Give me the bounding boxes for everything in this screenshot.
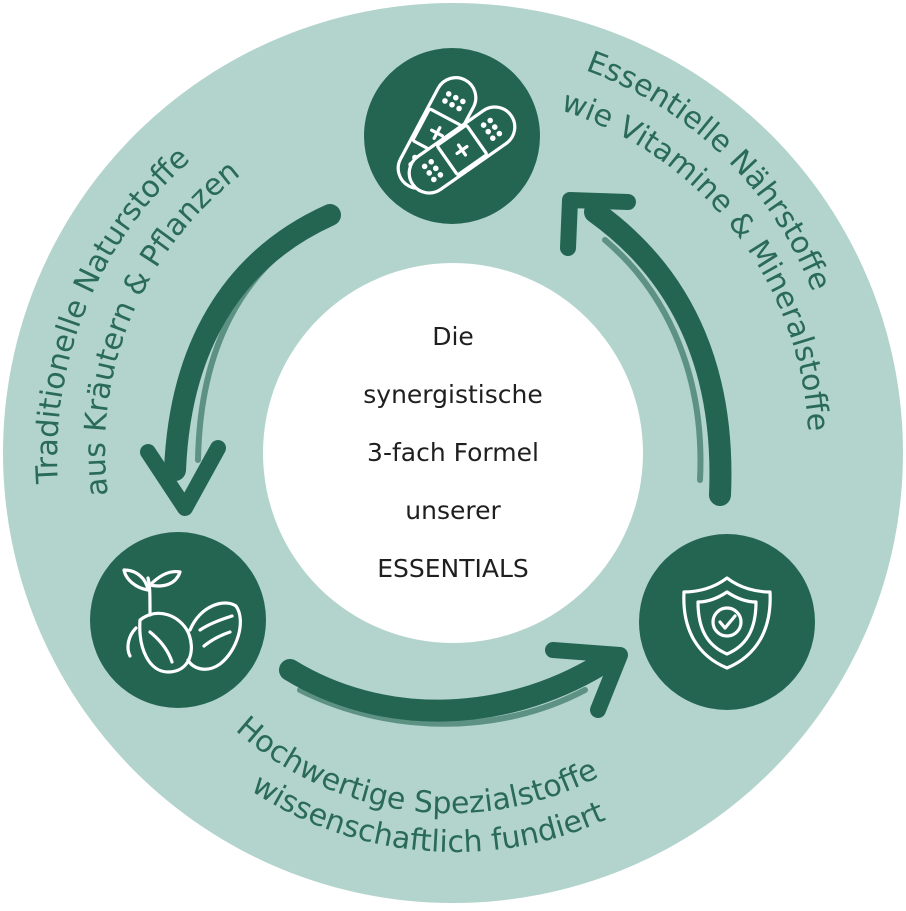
center-line-1: Die — [432, 322, 474, 351]
center-line-5: ESSENTIALS — [377, 554, 529, 583]
seed-sprout-icon — [122, 568, 242, 674]
bandage-icon — [396, 76, 517, 195]
center-title: Die synergistische 3-fach Formel unserer… — [300, 300, 606, 606]
arrow-left — [140, 204, 341, 516]
center-circle — [263, 263, 643, 643]
center-line-4: unserer — [405, 496, 501, 525]
arrow-bottom — [279, 642, 628, 727]
arrow-right — [560, 192, 732, 506]
shield-check-icon — [682, 576, 772, 670]
center-line-3: 3-fach Formel — [367, 438, 539, 467]
center-line-2: synergistische — [363, 380, 543, 409]
right-icon-circle — [639, 534, 815, 710]
